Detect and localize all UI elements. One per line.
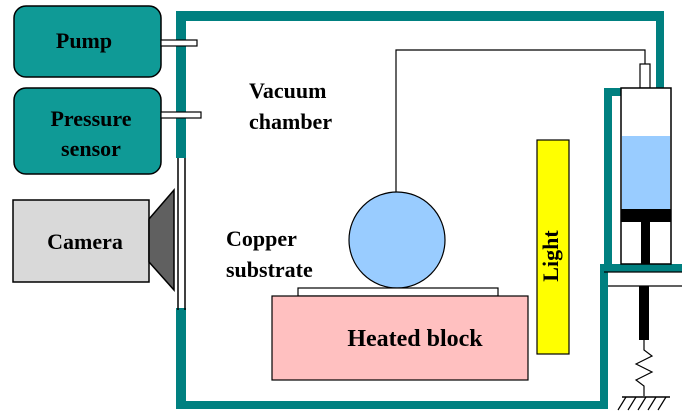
wall-left-lower xyxy=(176,308,186,409)
camera: Camera xyxy=(12,187,175,292)
pump-label: Pump xyxy=(56,28,112,53)
pump-connector xyxy=(160,39,198,47)
wall-bottom xyxy=(176,401,608,409)
wall-left-upper xyxy=(176,11,186,158)
viewing-window xyxy=(177,158,186,310)
pressure-sensor-connector xyxy=(160,111,202,119)
wall-step-bottom xyxy=(604,264,682,272)
camera-label: Camera xyxy=(47,229,123,254)
syringe-liquid xyxy=(622,136,670,209)
actuator-rod xyxy=(639,286,649,340)
syringe-plunger-head xyxy=(621,209,671,222)
light-box xyxy=(536,139,570,355)
wall-right-lower xyxy=(600,264,608,408)
heated-block: Heated block xyxy=(271,295,529,381)
heated-block-label: Heated block xyxy=(347,326,483,352)
pump: Pump xyxy=(13,5,198,78)
actuator xyxy=(604,271,682,411)
needle-line xyxy=(395,49,646,194)
spring xyxy=(634,340,654,396)
vacuum-chamber-label-line1: Vacuum xyxy=(249,78,326,103)
wall-right-upper xyxy=(656,11,664,88)
camera-body xyxy=(12,199,150,283)
wall-right-inner xyxy=(604,88,612,268)
copper-substrate-label-line1: Copper xyxy=(226,226,297,251)
copper-substrate xyxy=(297,287,499,297)
pressure-sensor-box xyxy=(13,87,162,175)
camera-lens xyxy=(148,187,175,292)
wall-top xyxy=(176,11,664,21)
pressure-sensor: Pressure sensor xyxy=(13,87,202,175)
light-label: Light xyxy=(538,230,563,282)
light-source: Light xyxy=(536,139,570,355)
syringe xyxy=(620,63,672,265)
heated-block-box xyxy=(271,295,529,381)
ground-hatch xyxy=(617,396,667,411)
syringe-plunger-rod xyxy=(641,222,650,264)
syringe-tip xyxy=(639,63,651,89)
pressure-sensor-label-line1: Pressure xyxy=(50,106,131,131)
vacuum-chamber-label-line2: chamber xyxy=(249,109,332,134)
droplet xyxy=(348,191,446,289)
pressure-sensor-label-line2: sensor xyxy=(61,136,121,161)
copper-substrate-label-line2: substrate xyxy=(226,257,313,282)
